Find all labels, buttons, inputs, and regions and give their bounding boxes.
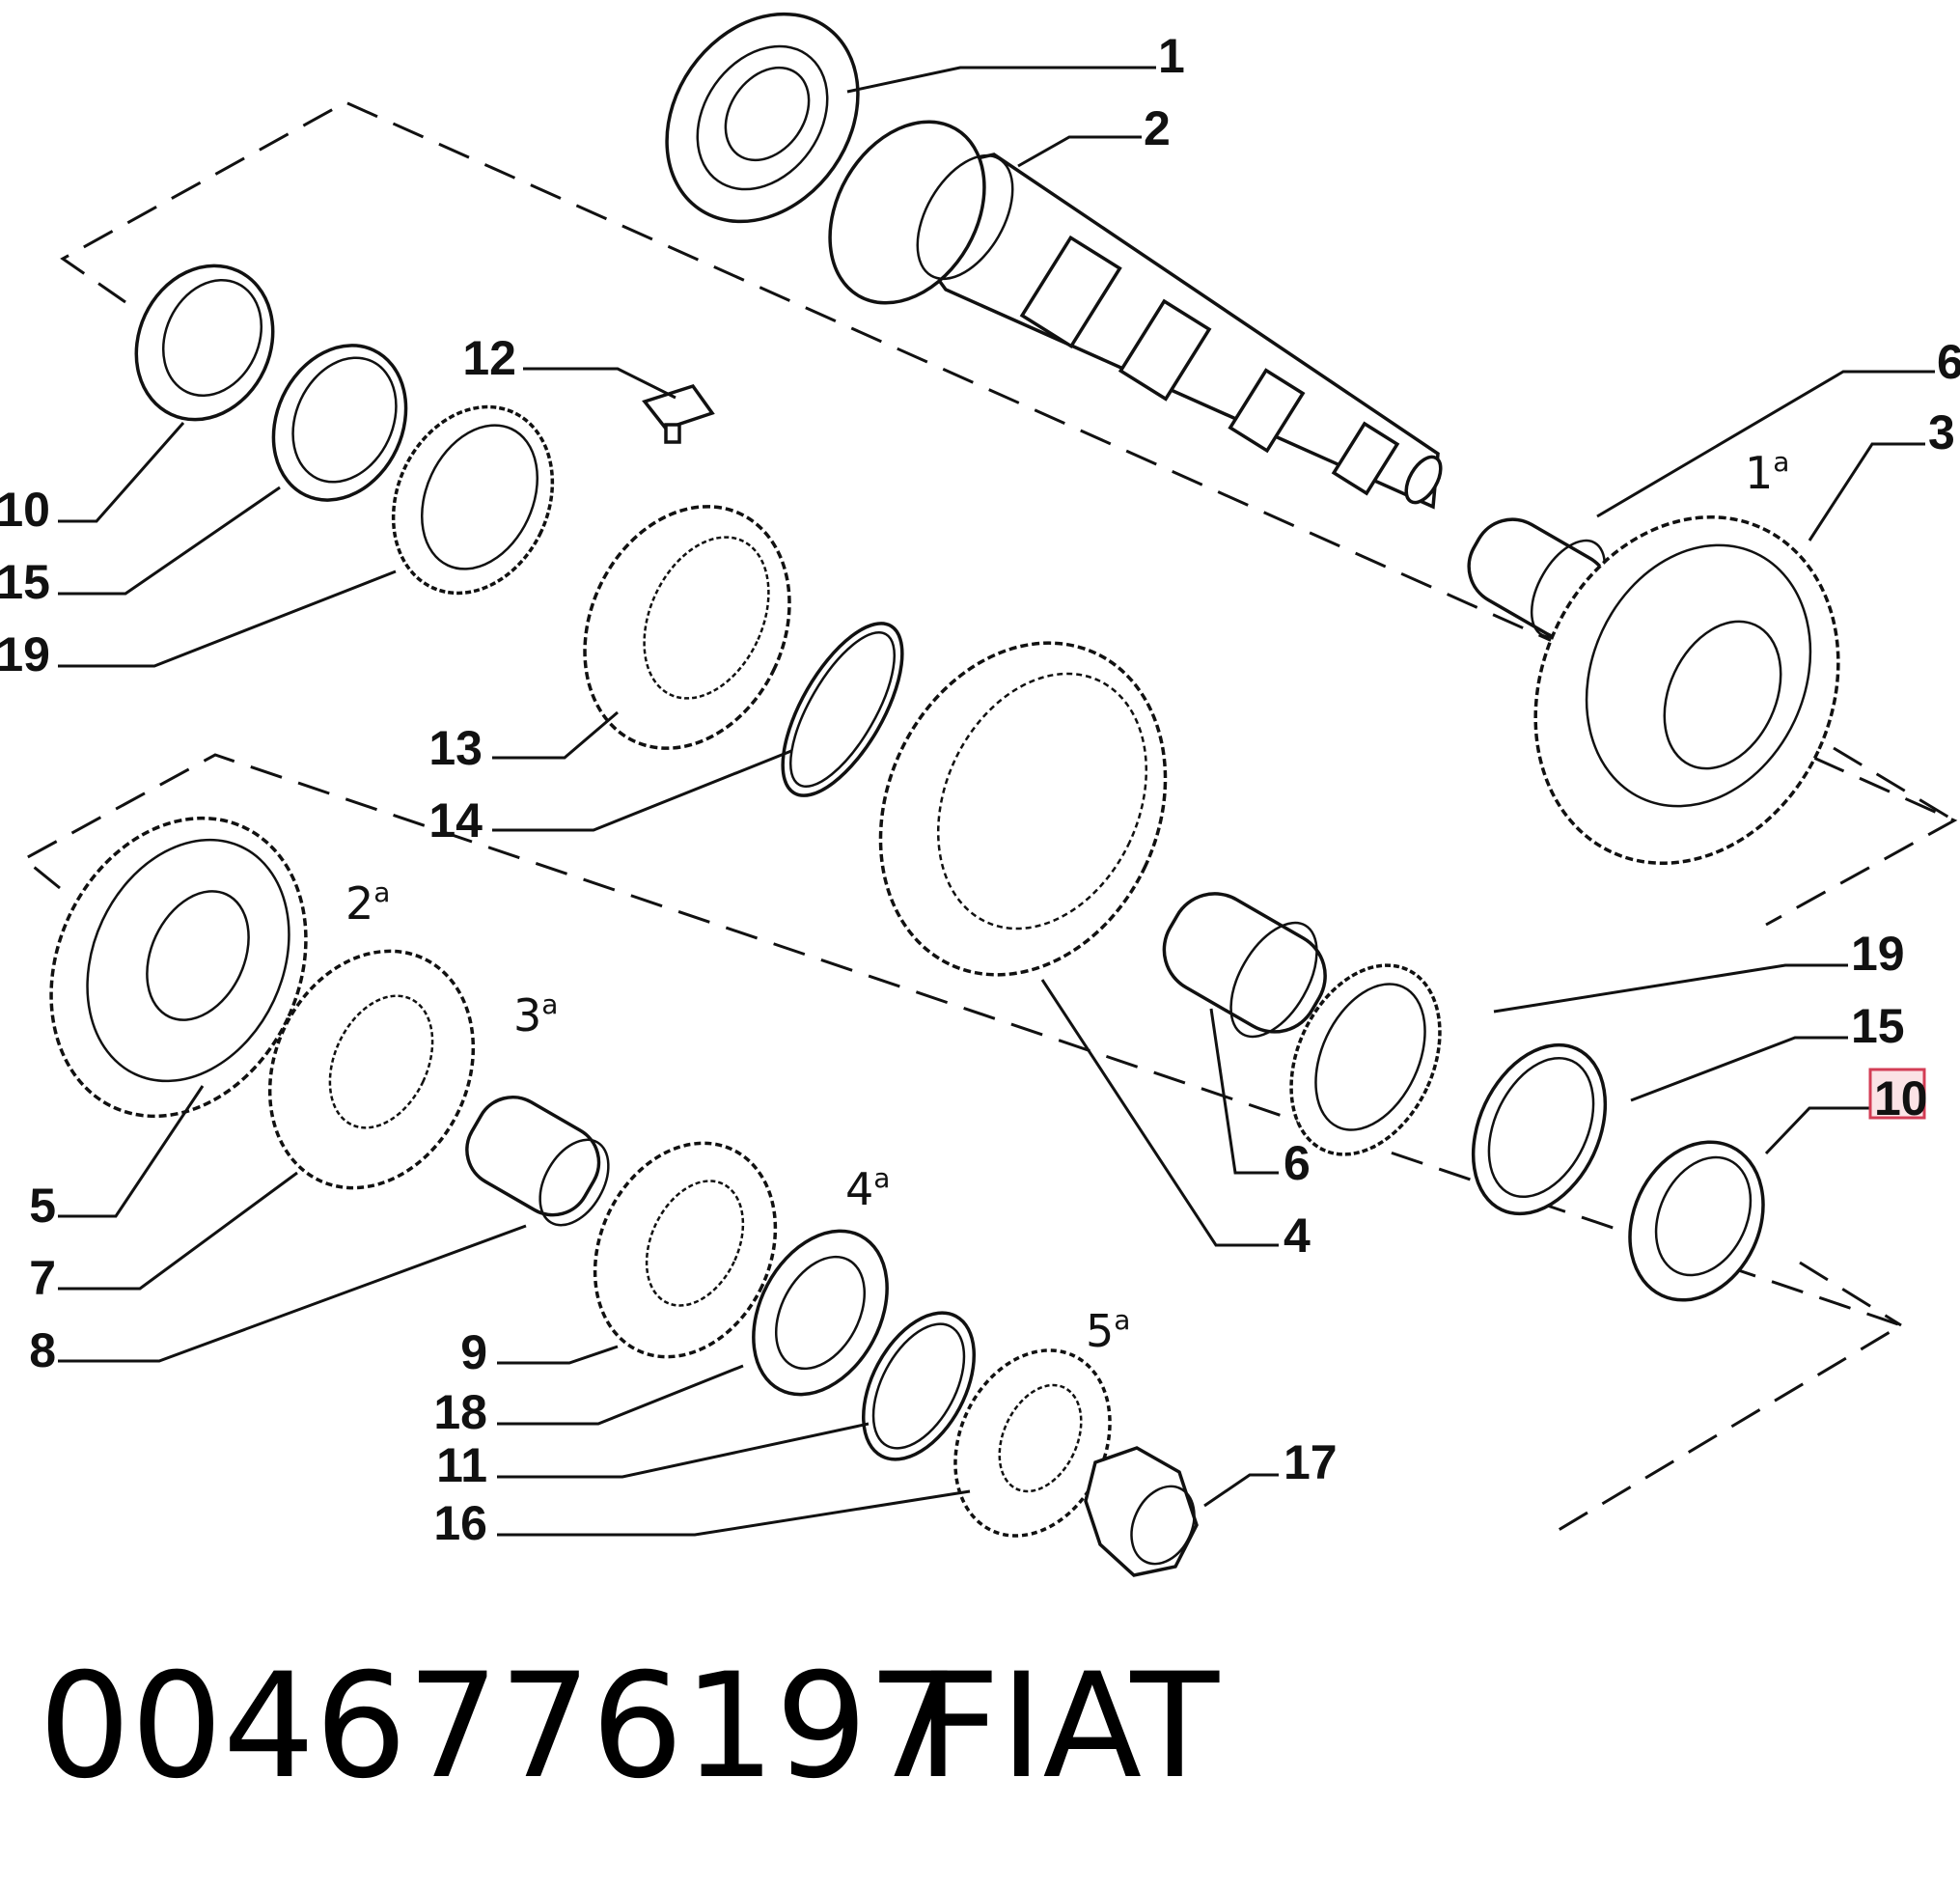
lower-assembly-frame — [21, 753, 1905, 1532]
part-2-input-shaft — [828, 120, 1443, 510]
callout-labels: 1 2 6 3 12 10 15 19 13 14 19 15 10 6 4 5… — [0, 29, 1960, 1550]
part-18-ball-bearing — [752, 1229, 889, 1397]
callout-6: 6 — [1937, 335, 1960, 389]
part-12-synchro-key — [642, 383, 715, 444]
part-13-synchro-hub — [583, 505, 791, 750]
gear-label-2: 2a — [345, 876, 390, 930]
part-9-fourth-gear — [593, 1141, 778, 1359]
part-10-synchro-ring-right — [1628, 1140, 1765, 1302]
gear-label-4: 4a — [845, 1162, 890, 1215]
part-6-needle-bearing-lower — [1162, 892, 1327, 1039]
part-11-shim-washer — [861, 1311, 977, 1461]
part-7-third-gear — [267, 949, 476, 1190]
part-14-snap-ring — [781, 622, 904, 797]
callout-19: 19 — [0, 627, 50, 681]
callout-19: 19 — [1851, 927, 1905, 981]
part-15-synchro-cone-left — [271, 344, 408, 502]
part-1-ball-bearing — [665, 12, 860, 224]
callout-13: 13 — [428, 721, 483, 775]
part-10-synchro-ring-left — [134, 264, 275, 422]
callout-2: 2 — [1144, 101, 1171, 155]
callout-18: 18 — [433, 1385, 487, 1439]
callout-12: 12 — [462, 331, 516, 385]
callout-3: 3 — [1928, 405, 1955, 459]
callout-6: 6 — [1284, 1136, 1311, 1190]
part-15-synchro-cone-right — [1471, 1042, 1608, 1216]
callout-15: 15 — [1851, 999, 1905, 1053]
callout-7: 7 — [29, 1251, 56, 1305]
gear-label-5: 5a — [1086, 1304, 1130, 1357]
callout-10-highlighted: 10 — [1874, 1071, 1928, 1125]
callout-1: 1 — [1158, 29, 1185, 83]
part-19-synchro-gear-ring-right — [1289, 963, 1442, 1156]
part-3-first-gear — [1533, 514, 1840, 866]
callout-10: 10 — [0, 483, 50, 537]
leader-lines — [58, 66, 1935, 1537]
highlight-box — [1868, 1068, 1926, 1120]
callout-9: 9 — [460, 1325, 487, 1379]
brand-name: FIAT — [917, 1643, 1220, 1811]
callout-17: 17 — [1284, 1435, 1338, 1489]
part-4-sliding-sleeve — [878, 641, 1168, 977]
gear-labels: 1a 2a 3a 4a 5a — [345, 446, 1789, 1357]
gear-label-3: 3a — [513, 988, 558, 1042]
gear-label-1: 1a — [1745, 446, 1789, 499]
part-17-lock-nut — [1084, 1446, 1199, 1577]
callout-4: 4 — [1284, 1208, 1311, 1263]
callout-15: 15 — [0, 555, 50, 609]
part-number: 0046776197 — [39, 1643, 959, 1811]
part-19-synchro-gear-ring-left — [391, 404, 555, 596]
upper-assembly-frame — [60, 100, 1958, 927]
part-8-spacer-bushing — [465, 1095, 610, 1227]
callout-5: 5 — [29, 1179, 56, 1233]
callout-11: 11 — [436, 1438, 487, 1492]
callout-16: 16 — [433, 1496, 487, 1550]
callout-14: 14 — [428, 793, 483, 847]
callout-8: 8 — [29, 1323, 56, 1377]
